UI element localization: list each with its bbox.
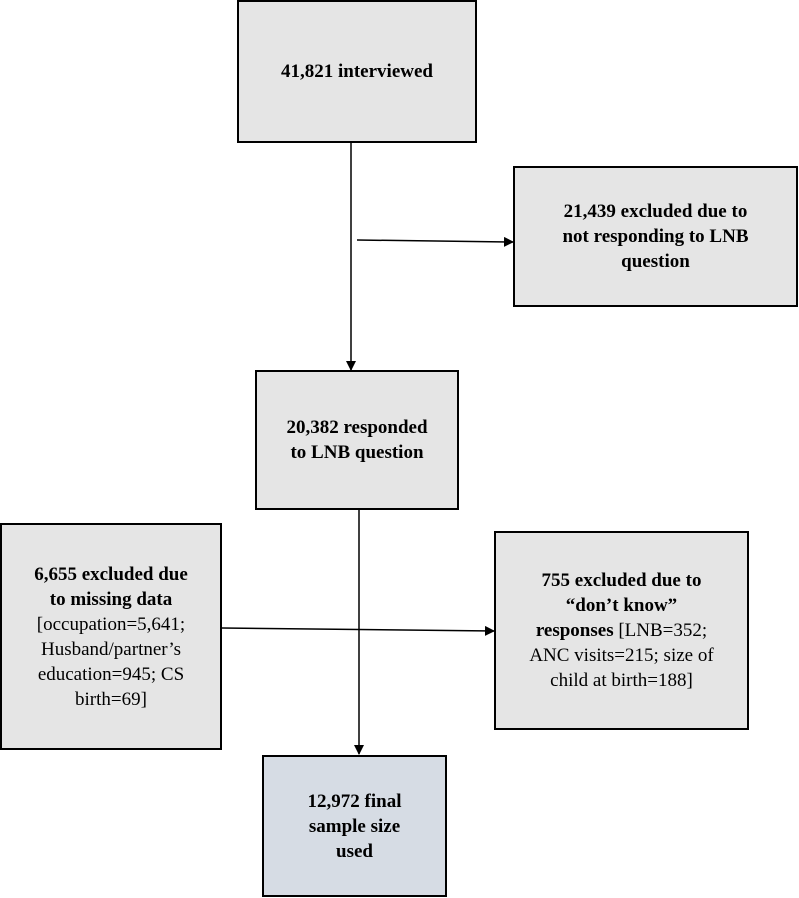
box-final-sample: 12,972 final sample size used <box>262 755 447 897</box>
box-interviewed: 41,821 interviewed <box>237 0 477 143</box>
excluded-dont-know-bold1: 755 excluded due to <box>541 570 702 591</box>
excluded-dont-know-line4: ANC visits=215; size of <box>529 645 714 666</box>
excluded-no-response-line1: 21,439 excluded due to <box>563 201 748 222</box>
excluded-missing-bold1: 6,655 excluded due <box>34 563 188 585</box>
excluded-no-response-line2: not responding to LNB <box>562 226 749 247</box>
arrow-to-excluded-no-response <box>356 236 514 247</box>
final-line3: used <box>336 840 373 862</box>
box-excluded-missing-data: 6,655 excluded due to missing data [occu… <box>0 523 222 750</box>
responded-line1: 20,382 responded <box>286 417 428 438</box>
excluded-missing-line5: education=945; CS <box>37 663 185 685</box>
excluded-missing-line6: birth=69] <box>75 688 147 710</box>
excluded-missing-line4: Husband/partner’s <box>40 638 181 660</box>
excluded-dont-know-bold3: responses <box>535 620 614 641</box>
responded-line2: to LNB question <box>290 442 424 463</box>
excluded-dont-know-line5: child at birth=188] <box>550 670 693 691</box>
box-excluded-dont-know: 755 excluded due to “don’t know” respons… <box>494 531 749 730</box>
box-responded: 20,382 responded to LNB question <box>255 370 459 510</box>
excluded-no-response-line3: question <box>621 251 690 272</box>
excluded-dont-know-bold2: “don’t know” <box>565 595 678 616</box>
excluded-dont-know-rest3: [LNB=352; <box>613 620 708 641</box>
interviewed-count: 41,821 interviewed <box>281 61 433 82</box>
excluded-missing-line3: [occupation=5,641; <box>36 613 186 635</box>
double-arrow-excluded-branches <box>212 622 495 636</box>
final-line1: 12,972 final <box>307 790 402 812</box>
excluded-missing-bold2: to missing data <box>49 588 173 610</box>
box-excluded-no-response: 21,439 excluded due to not responding to… <box>513 166 798 307</box>
final-line2: sample size <box>308 815 401 837</box>
